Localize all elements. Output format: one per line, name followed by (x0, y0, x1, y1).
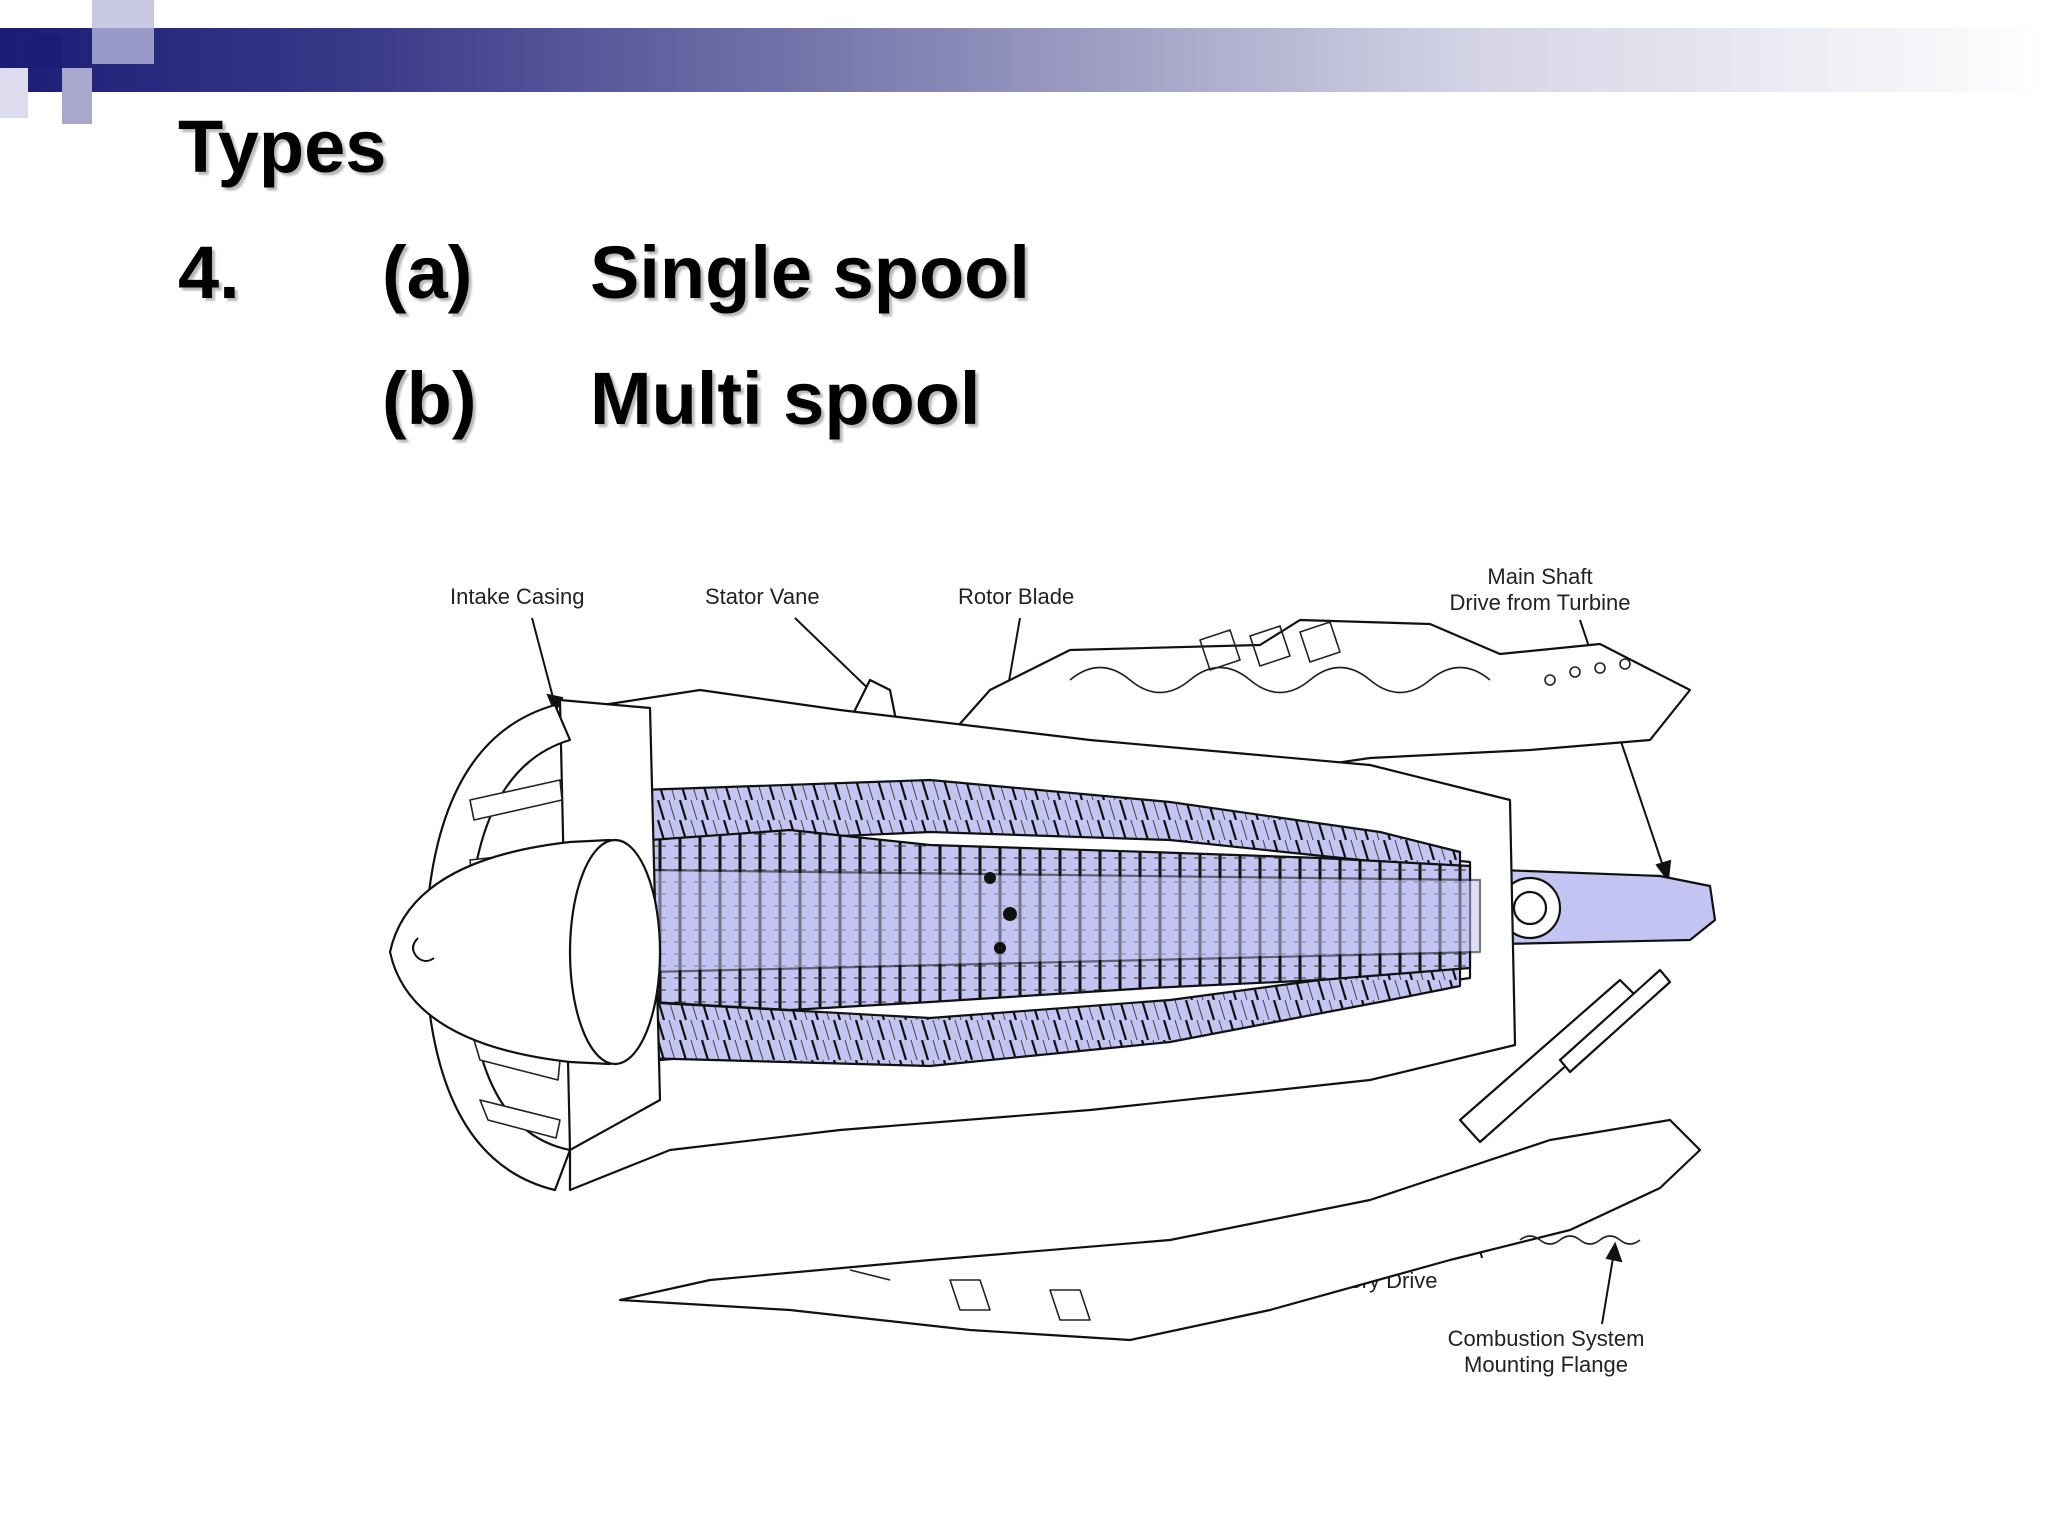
list-item-number: 4. (178, 231, 240, 314)
list-item-letter: (b) (382, 357, 477, 440)
list-item-text: Multi spool (590, 357, 981, 440)
label-combustion-2: Mounting Flange (1464, 1352, 1628, 1377)
label-main-shaft-2: Drive from Turbine (1450, 590, 1631, 615)
title-bar-gradient (0, 28, 2048, 92)
list-item-text: Single spool (590, 231, 1030, 314)
list-item-letter: (a) (382, 231, 473, 314)
label-main-shaft-1: Main Shaft (1487, 564, 1592, 589)
corner-square-light (92, 0, 154, 28)
corner-square-light (92, 28, 154, 64)
label-rotor-blade: Rotor Blade (958, 584, 1074, 609)
label-intake-casing: Intake Casing (450, 584, 585, 609)
label-combustion-1: Combustion System (1448, 1326, 1645, 1351)
corner-square-light (62, 68, 92, 124)
label-stator-vane: Stator Vane (705, 584, 820, 609)
corner-square-light (0, 68, 28, 118)
corner-square-dark (28, 34, 62, 68)
slide-title: Types (178, 105, 387, 188)
jet-engine-cutaway-diagram: Intake Casing Stator Vane Rotor Blade Ma… (388, 564, 1717, 1377)
